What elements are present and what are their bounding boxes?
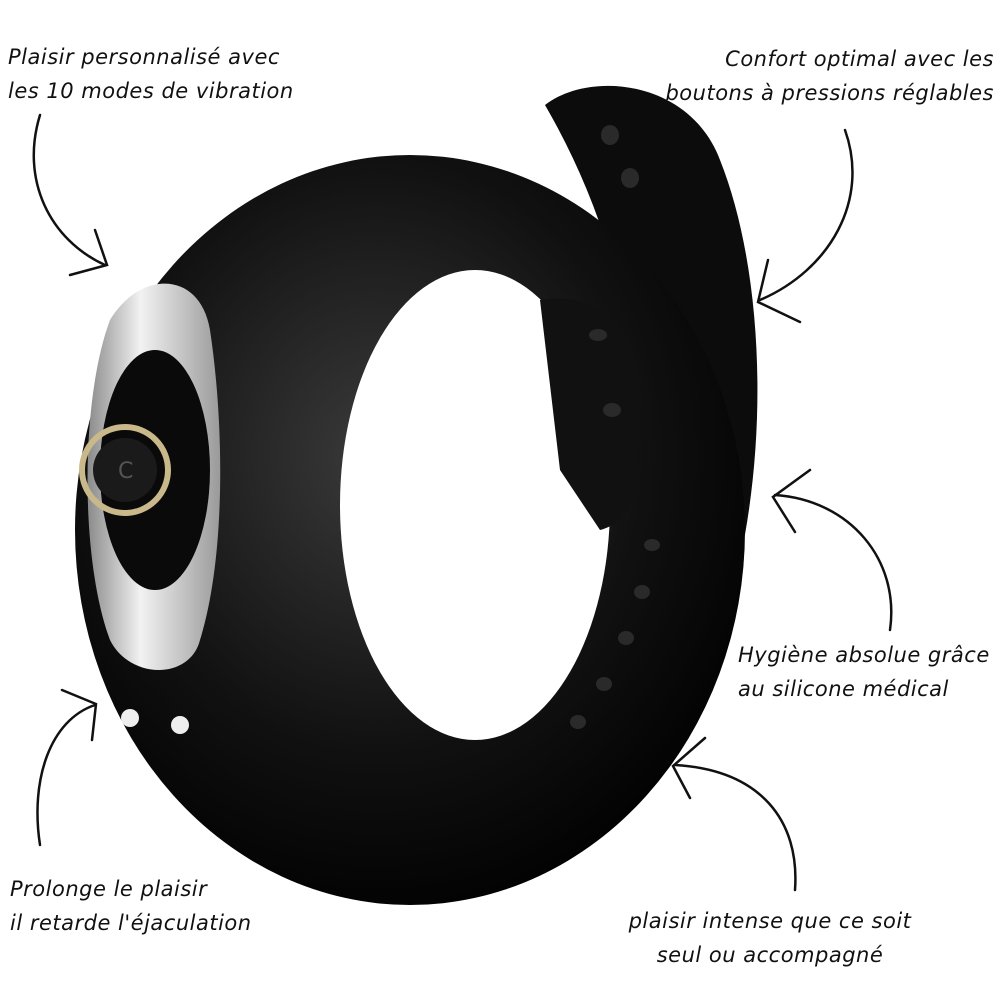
annotation-line: Prolonge le plaisir — [10, 877, 208, 901]
ring-hole — [340, 270, 610, 740]
strap-holes — [570, 125, 660, 729]
annotation-line: il retarde l'éjaculation — [10, 911, 252, 935]
arrow-intense — [673, 763, 797, 892]
annotation-line: Confort optimal avec les — [725, 47, 994, 71]
arrow-hygiene — [773, 493, 893, 632]
annotation-line: seul ou accompagné — [656, 943, 884, 967]
annotation-line: Hygiène absolue grâce — [738, 643, 990, 667]
annotation-comfort: Confort optimal avec les boutons à press… — [665, 42, 994, 110]
annotation-line: au silicone médical — [738, 677, 949, 701]
power-button-ring — [79, 424, 171, 516]
annotation-prolong: Prolonge le plaisir il retarde l'éjacula… — [10, 872, 252, 940]
arrow-comfort — [758, 128, 854, 302]
arrow-modes — [32, 113, 107, 267]
power-button — [93, 438, 157, 502]
annotation-modes: Plaisir personnalisé avec les 10 modes d… — [8, 40, 294, 108]
annotation-line: boutons à pressions réglables — [665, 81, 994, 105]
annotation-line: les 10 modes de vibration — [8, 79, 294, 103]
svg-text:C: C — [118, 459, 133, 484]
annotation-arrows — [32, 113, 893, 892]
annotation-hygiene: Hygiène absolue grâce au silicone médica… — [738, 638, 990, 706]
arrow-prolong — [36, 703, 97, 847]
annotation-line: Plaisir personnalisé avec — [8, 45, 280, 69]
annotation-intense: plaisir intense que ce soit seul ou acco… — [620, 904, 920, 972]
annotation-line: plaisir intense que ce soit — [628, 909, 912, 933]
